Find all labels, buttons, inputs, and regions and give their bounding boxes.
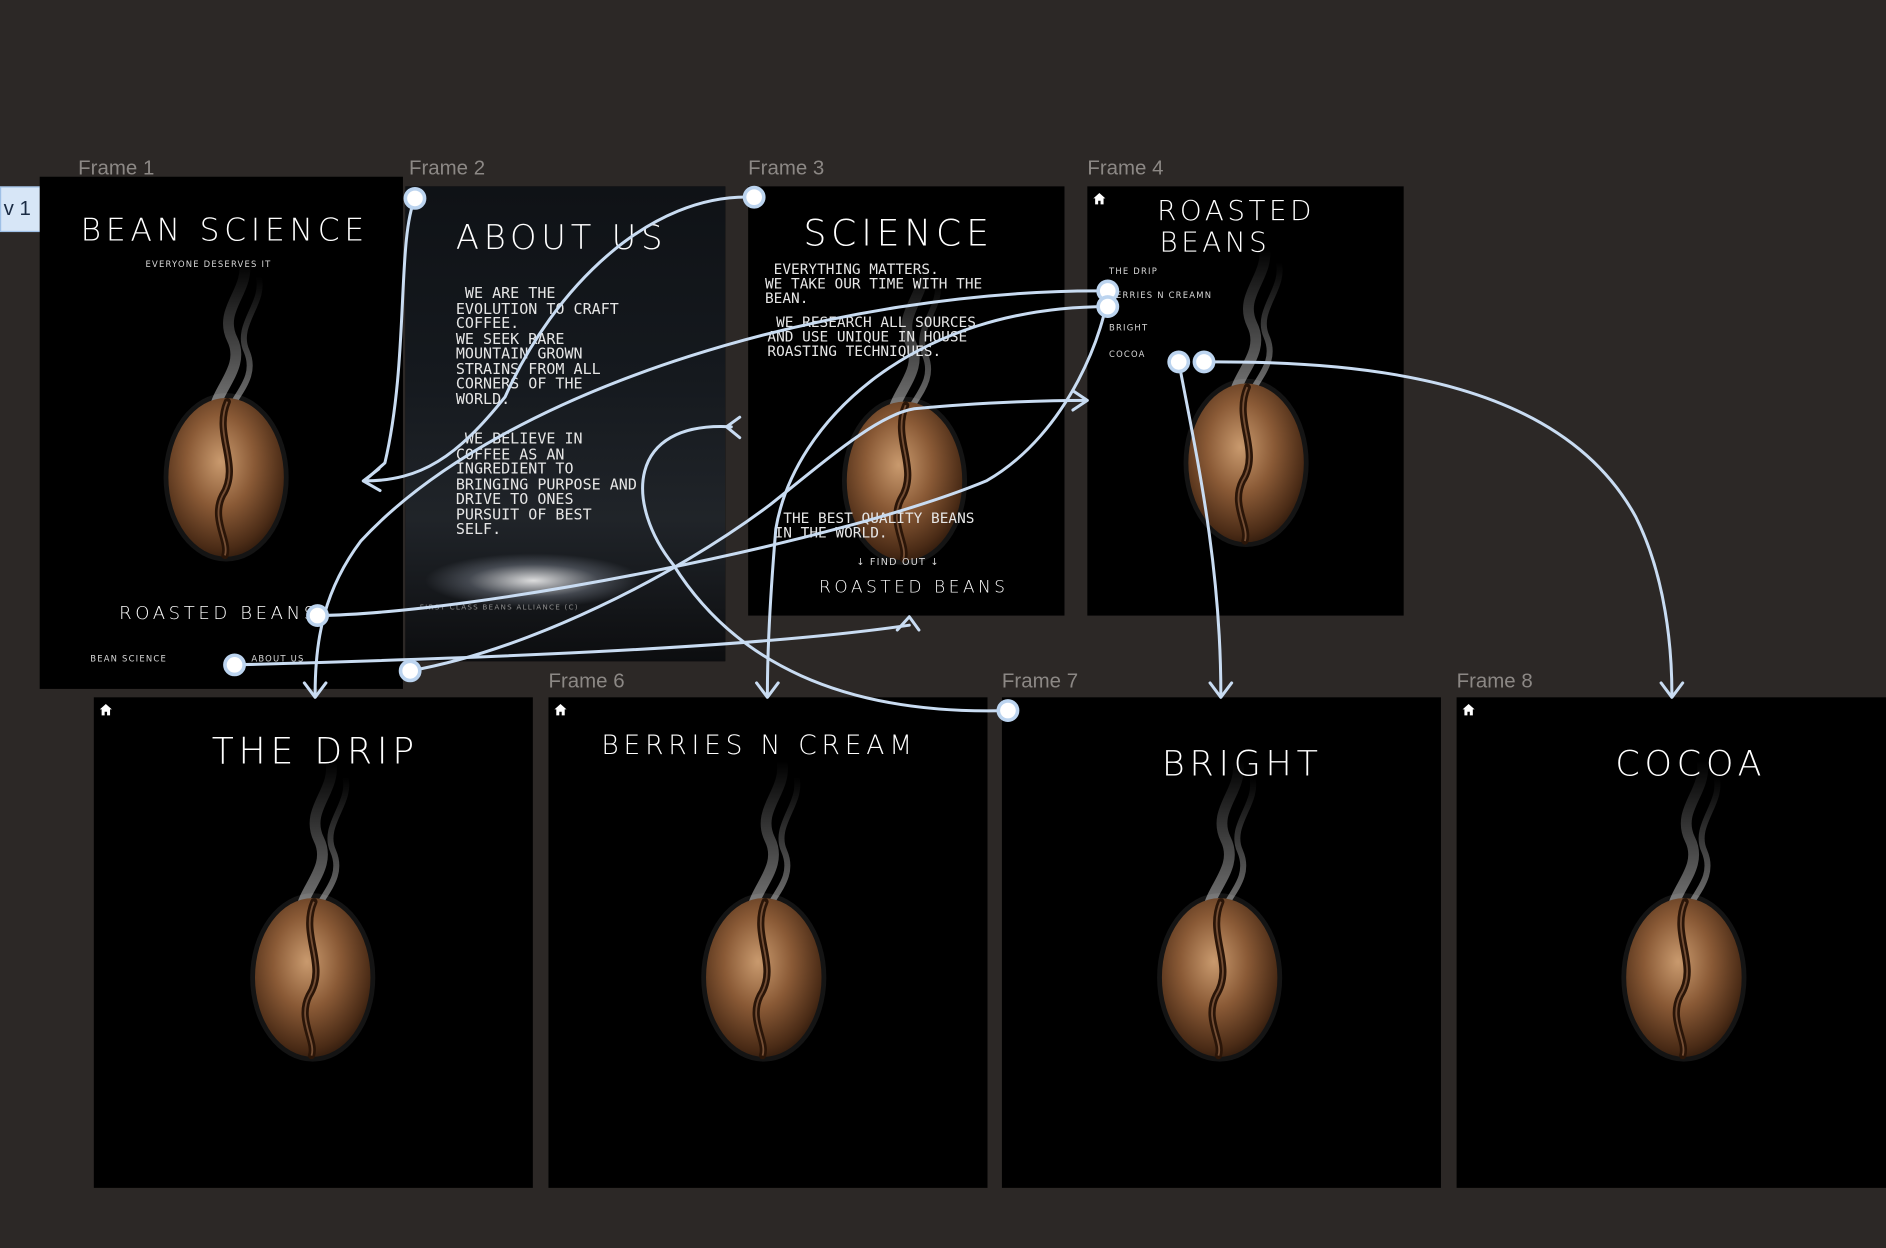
frame5-title: THE DRIP: [211, 730, 419, 774]
frame-6-berries-n-cream[interactable]: BERRIES N CREAM: [548, 697, 988, 1188]
frame2-body-paragraph: WE ARE THE EVOLUTION TO CRAFT COFFEE. WE…: [455, 283, 619, 407]
coffee-bean-illustration: [686, 755, 842, 1068]
frame3-title: SCIENCE: [803, 212, 994, 255]
frame4-title-line1: ROASTED: [1157, 195, 1316, 228]
frame3-body-paragraph: WE RESEARCH ALL SOURCES AND USE UNIQUE I…: [767, 313, 976, 360]
frame6-title: BERRIES N CREAM: [601, 730, 917, 762]
frame-label[interactable]: Frame 2: [408, 156, 486, 180]
coffee-bean-illustration: [1168, 240, 1324, 553]
menu-item-the-drip[interactable]: THE DRIP: [1108, 266, 1158, 277]
hallway-background-image: [405, 186, 726, 662]
frame-label[interactable]: Frame 7: [1001, 669, 1079, 693]
home-icon[interactable]: [1092, 191, 1106, 205]
frame-label[interactable]: Frame 6: [548, 669, 625, 693]
frame-5-the-drip[interactable]: THE DRIP: [93, 697, 533, 1188]
frame-7-bright[interactable]: BRIGHT: [1001, 697, 1441, 1188]
frame-1-home[interactable]: BEAN SCIENCE EVERYONE DESERVES IT ROASTE…: [39, 176, 403, 689]
roasted-beans-link[interactable]: ROASTED BEANS: [819, 578, 1009, 598]
frame-label[interactable]: Frame 1: [78, 156, 155, 180]
frame-8-cocoa[interactable]: COCOA: [1456, 697, 1886, 1188]
frame3-body-paragraph: THE BEST QUALITY BEANS IN THE WORLD.: [774, 509, 975, 542]
frame2-body-paragraph: WE BELIEVE IN COFFEE AS AN INGREDIENT TO…: [455, 429, 637, 538]
frame-label[interactable]: Frame 8: [1456, 669, 1533, 693]
coffee-bean-illustration: [1606, 755, 1762, 1068]
footer-bean-science-link[interactable]: BEAN SCIENCE: [90, 654, 168, 664]
frame8-title: COCOA: [1615, 743, 1767, 784]
frame-4-roasted-beans[interactable]: ROASTED BEANS THE DRIP BERRIES N CREAMN …: [1087, 186, 1404, 616]
coffee-bean-illustration: [1141, 755, 1297, 1068]
menu-item-berries-n-cream[interactable]: BERRIES N CREAMN: [1108, 290, 1213, 301]
frame1-title: BEAN SCIENCE: [80, 212, 369, 249]
frame-label[interactable]: Frame 4: [1087, 156, 1164, 180]
home-icon[interactable]: [1461, 702, 1475, 716]
frame4-title-line2: BEANS: [1159, 227, 1271, 259]
roasted-beans-link[interactable]: ROASTED BEANS: [119, 602, 319, 624]
coffee-bean-illustration: [148, 255, 304, 568]
frame-label[interactable]: Frame 3: [748, 156, 825, 180]
menu-item-bright[interactable]: BRIGHT: [1108, 323, 1149, 334]
footer-about-us-link[interactable]: ABOUT US: [251, 654, 305, 664]
frame2-title: ABOUT US: [455, 217, 668, 258]
flow-tag-label: v 1: [3, 197, 31, 221]
frame1-subtitle: EVERYONE DESERVES IT: [145, 259, 272, 270]
connection-node: [398, 659, 422, 683]
frame2-footer: FIRST CLASS BEANS ALLIANCE (C): [419, 603, 579, 612]
home-icon[interactable]: [553, 702, 567, 716]
home-icon[interactable]: [99, 702, 113, 716]
frame-3-science[interactable]: SCIENCE EVERYTHING MATTERS. WE TAKE OUR …: [748, 186, 1065, 616]
frame-2-about[interactable]: ABOUT US WE ARE THE EVOLUTION TO CRAFT C…: [405, 186, 726, 662]
coffee-bean-illustration: [235, 755, 391, 1068]
menu-item-cocoa[interactable]: COCOA: [1108, 349, 1146, 360]
find-out-label: ↓ FIND OUT ↓: [856, 556, 940, 568]
